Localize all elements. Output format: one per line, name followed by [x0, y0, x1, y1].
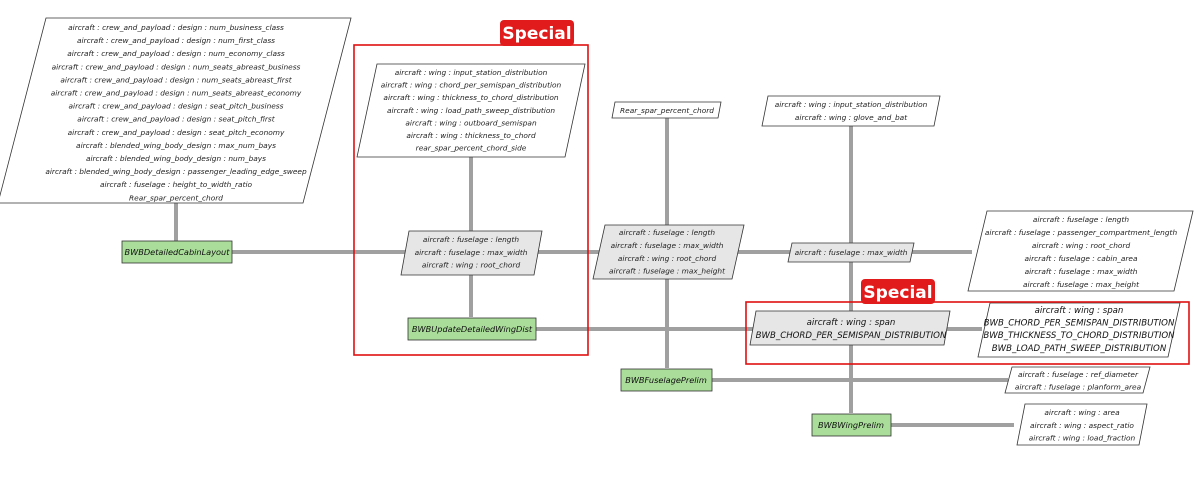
- param-line: aircraft : fuselage : length: [1033, 215, 1130, 224]
- param-line: aircraft : blended_wing_body_design : pa…: [45, 167, 307, 176]
- param-line: aircraft : fuselage : ref_diameter: [1018, 370, 1139, 379]
- param-line: aircraft : wing : span: [1035, 306, 1124, 316]
- param-line: aircraft : wing : area: [1044, 408, 1120, 417]
- special-label: Special: [863, 283, 932, 303]
- node-fuselage-prelim[interactable]: BWBFuselagePrelim: [620, 368, 713, 392]
- param-line: aircraft : wing : thickness_to_chord: [406, 131, 536, 140]
- param-box-wing-dist-inputs: aircraft : wing : input_station_distribu…: [356, 63, 586, 158]
- param-line: aircraft : wing : root_chord: [618, 254, 717, 263]
- param-line: rear_spar_percent_chord_side: [416, 144, 527, 153]
- param-box-station-glove: aircraft : wing : input_station_distribu…: [761, 95, 941, 127]
- param-line: aircraft : crew_and_payload : design : n…: [51, 89, 302, 98]
- param-line: aircraft : wing : glove_and_bat: [795, 113, 908, 122]
- param-line: aircraft : wing : root_chord: [1032, 241, 1131, 250]
- param-line: aircraft : wing : load_path_sweep_distri…: [387, 106, 555, 115]
- param-line: aircraft : blended_wing_body_design : ma…: [76, 141, 276, 150]
- special-label: Special: [502, 24, 571, 44]
- node-update-wing-dist[interactable]: BWBUpdateDetailedWingDist: [407, 317, 537, 341]
- param-line: aircraft : fuselage : cabin_area: [1025, 254, 1138, 263]
- param-line: aircraft : fuselage : length: [423, 235, 520, 244]
- param-box-cabin-to-wing: aircraft : fuselage : length aircraft : f…: [400, 230, 543, 276]
- param-line: aircraft : wing : span: [807, 318, 896, 328]
- special-tag: [861, 279, 935, 304]
- param-line: BWB_CHORD_PER_SEMISPAN_DISTRIBUTION: [756, 331, 947, 341]
- param-line: aircraft : crew_and_payload : design : n…: [52, 62, 301, 71]
- param-line: aircraft : crew_and_payload : design : s…: [77, 115, 275, 124]
- param-box-rear-spar: Rear_spar_percent_chord: [611, 101, 722, 119]
- special-highlight-wing-dist: Special: [353, 20, 589, 356]
- param-box-fuselage-out: aircraft : fuselage : length aircraft : f…: [592, 224, 745, 280]
- param-box-far-right-span: aircraft : wing : spanBWB_CHORD_PER_SEMI…: [977, 302, 1181, 358]
- node-cabin-layout[interactable]: BWBDetailedCabinLayout: [121, 240, 233, 264]
- param-line: BWB_THICKNESS_TO_CHORD_DISTRIBUTION: [983, 331, 1175, 341]
- param-line: aircraft : wing : thickness_to_chord_dis…: [383, 93, 558, 102]
- param-line: aircraft : crew_and_payload : design : n…: [60, 75, 292, 84]
- param-line: aircraft : fuselage : max_width: [415, 248, 528, 257]
- node-label: BWBUpdateDetailedWingDist: [412, 324, 533, 334]
- param-line: aircraft : crew_and_payload : design : s…: [68, 128, 285, 137]
- param-line: aircraft : fuselage : height_to_width_ra…: [100, 180, 253, 189]
- param-box-max-width: aircraft : fuselage : max_width: [787, 242, 915, 263]
- param-line: aircraft : wing : aspect_ratio: [1030, 421, 1134, 430]
- param-box-span-chord: aircraft : wing : spanBWB_CHORD_PER_SEMI…: [749, 310, 951, 346]
- param-line: aircraft : wing : root_chord: [422, 261, 521, 270]
- param-line: aircraft : crew_and_payload : design : n…: [77, 36, 275, 45]
- param-line: aircraft : wing : load_fraction: [1029, 434, 1136, 443]
- param-box-fuselage-diam: aircraft : fuselage : ref_diameteraircra…: [1004, 366, 1151, 394]
- param-line: aircraft : fuselage : max_width: [1025, 267, 1138, 276]
- node-label: BWBFuselagePrelim: [625, 375, 707, 385]
- param-line: aircraft : wing : outboard_semispan: [405, 118, 537, 127]
- param-line: aircraft : fuselage : max_width: [795, 248, 908, 257]
- special-tag: [500, 20, 574, 46]
- param-box-far-right-top: aircraft : fuselage : length aircraft : f…: [967, 210, 1194, 292]
- param-line: aircraft : wing : chord_per_semispan_dis…: [381, 81, 562, 90]
- param-line: aircraft : crew_and_payload : design : s…: [68, 102, 283, 111]
- param-line: aircraft : wing : input_station_distribu…: [395, 68, 548, 77]
- param-line: aircraft : fuselage : max_width: [611, 241, 724, 250]
- param-line: aircraft : crew_and_payload : design : n…: [68, 23, 284, 32]
- param-line: Rear_spar_percent_chord: [129, 193, 223, 202]
- param-line: BWB_LOAD_PATH_SWEEP_DISTRIBUTION: [992, 344, 1167, 354]
- param-line: aircraft : fuselage : max_height: [609, 267, 726, 276]
- param-line: aircraft : fuselage : passenger_compartm…: [985, 228, 1178, 237]
- param-line: aircraft : fuselage : length: [619, 228, 716, 237]
- param-line: Rear_spar_percent_chord: [620, 106, 714, 115]
- param-line: aircraft : blended_wing_body_design : nu…: [86, 154, 266, 163]
- param-line: aircraft : wing : input_station_distribu…: [775, 100, 928, 109]
- param-line: aircraft : fuselage : max_height: [1023, 280, 1140, 289]
- special-highlight-span: Special: [745, 279, 1190, 365]
- param-line: aircraft : crew_and_payload : design : n…: [67, 49, 285, 58]
- param-line: aircraft : fuselage : planform_area: [1015, 383, 1142, 392]
- param-line: BWB_CHORD_PER_SEMISPAN_DISTRIBUTION: [984, 319, 1175, 329]
- node-wing-prelim[interactable]: BWBWingPrelim: [811, 413, 892, 437]
- param-box-cabin-inputs: aircraft : crew_and_payload : design : n…: [0, 17, 352, 204]
- param-box-wing-area: aircraft : wing : area aircraft : wing : …: [1016, 403, 1148, 446]
- node-label: BWBWingPrelim: [818, 420, 884, 430]
- node-label: BWBDetailedCabinLayout: [125, 247, 231, 257]
